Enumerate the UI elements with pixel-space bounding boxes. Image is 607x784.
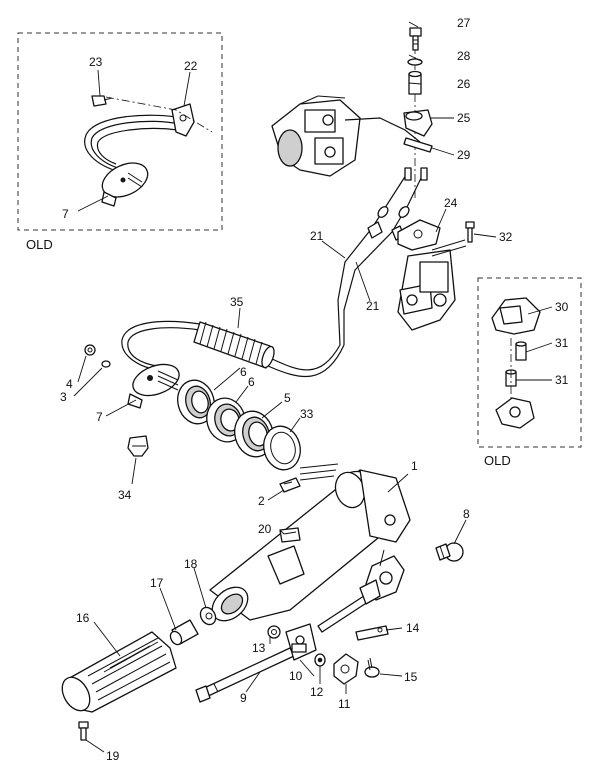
callout-31-upper: 31 [555, 336, 569, 350]
callout-14: 14 [406, 621, 420, 635]
callout-28: 28 [457, 49, 471, 63]
decal-20 [279, 527, 301, 543]
carburetor-assembly [271, 95, 421, 177]
screw-32 [465, 221, 475, 243]
throttle-rod [317, 579, 381, 633]
friction-knob-11 [333, 653, 359, 685]
callout-5: 5 [284, 391, 291, 405]
callout-9: 9 [240, 691, 247, 705]
callout-4: 4 [66, 377, 73, 391]
cable-assembly-21 [337, 167, 428, 346]
callout-8: 8 [463, 507, 470, 521]
callout-3: 3 [60, 390, 67, 404]
callout-2: 2 [258, 494, 265, 508]
callout-29: 29 [457, 148, 471, 162]
callout-1: 1 [411, 459, 418, 473]
tiller-arm-1 [209, 463, 411, 622]
callout-21-lower: 21 [366, 299, 380, 313]
convolute-tube-35 [193, 321, 275, 369]
callout-6-first: 6 [240, 365, 247, 379]
bushing-18 [199, 606, 217, 626]
callout-19: 19 [106, 749, 120, 763]
clamp-10 [285, 623, 317, 661]
clip-14 [355, 625, 389, 641]
seal-6-first [177, 379, 215, 425]
callout-17: 17 [150, 576, 164, 590]
screw-19 [78, 721, 89, 741]
cap-8 [435, 542, 464, 562]
throttle-shaft-9 [195, 647, 295, 703]
callout-20: 20 [258, 522, 272, 536]
leader-lines [73, 21, 553, 753]
callout-35: 35 [230, 295, 244, 309]
callout-32: 32 [499, 230, 513, 244]
callout-15: 15 [404, 670, 418, 684]
callout-7: 7 [96, 410, 103, 424]
callout-31-lower: 31 [555, 373, 569, 387]
callout-25: 25 [457, 111, 471, 125]
washer-33 [263, 425, 301, 471]
callout-34: 34 [118, 488, 132, 502]
callout-22: 22 [184, 59, 198, 73]
old-cam-bracket-assembly [491, 297, 541, 429]
screw-2 [279, 477, 301, 493]
callout-24: 24 [444, 196, 458, 210]
callout-6-second: 6 [248, 375, 255, 389]
callout-33: 33 [300, 407, 314, 421]
cam-plate-assembly [84, 320, 345, 457]
callout-11: 11 [338, 697, 351, 711]
screw-15 [364, 657, 380, 678]
callout-27: 27 [457, 16, 471, 30]
callout-18: 18 [184, 557, 198, 571]
old-parts-box-upper-left [17, 32, 223, 231]
callout-23: 23 [89, 55, 103, 69]
nut-13 [267, 625, 281, 639]
callout-10: 10 [289, 669, 303, 683]
throttle-link-stack [403, 27, 433, 200]
old-label-upper-left: OLD [26, 237, 53, 252]
callout-21-upper: 21 [310, 229, 324, 243]
callout-12: 12 [310, 685, 324, 699]
callout-7-old: 7 [62, 207, 69, 221]
old-throttle-cam-assembly [84, 95, 213, 207]
washer-12 [314, 653, 326, 667]
callout-30: 30 [555, 300, 569, 314]
callout-13: 13 [252, 641, 266, 655]
callout-labels: 1 2 3 4 5 6 6 7 7 8 9 10 11 12 13 14 15 … [60, 16, 569, 763]
callout-16: 16 [76, 611, 90, 625]
throttle-cam-24 [397, 219, 467, 331]
handle-grip-16 [61, 631, 177, 713]
bushing-17 [169, 619, 199, 646]
old-label-right: OLD [484, 453, 511, 468]
old-parts-box-right [477, 277, 582, 448]
callout-26: 26 [457, 77, 471, 91]
